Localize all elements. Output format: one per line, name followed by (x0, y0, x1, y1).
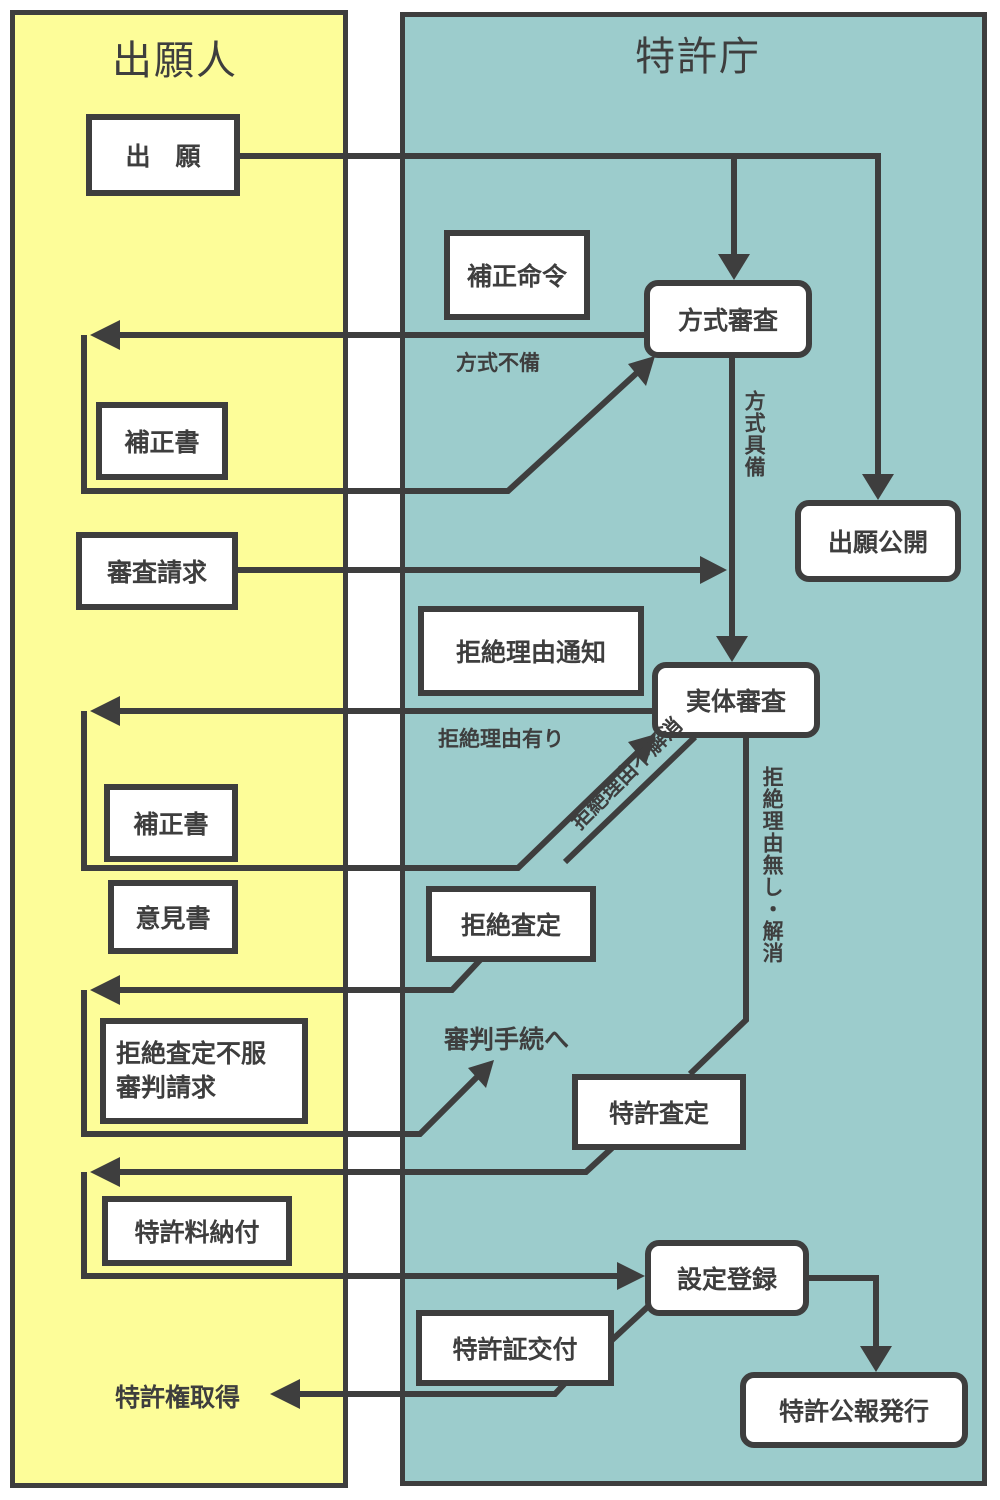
publication-box: 出願公開 (795, 500, 961, 582)
exam-request-box: 審査請求 (76, 532, 238, 610)
formality-ok-label: 方式具備 (742, 390, 767, 478)
arrowhead-patent-acquired (270, 1379, 300, 1409)
patent-acquired-label: 特許権取得 (115, 1383, 241, 1412)
gazette-box: 特許公報発行 (740, 1372, 968, 1448)
formality-exam-box: 方式審査 (644, 280, 812, 358)
arrow-amendment-2-return (81, 711, 643, 871)
arrow-amendment-1-return (81, 335, 643, 494)
arrowhead-exam-request (700, 556, 727, 584)
rejection-notice-box: 拒絶理由通知 (418, 606, 644, 696)
applicant-lane-title: 出願人 (112, 38, 238, 84)
arrowhead-registration (617, 1262, 645, 1290)
amendment-box-2: 補正書 (104, 784, 238, 862)
to-appeal-label: 審判手続へ (444, 1025, 570, 1054)
reasons-none-label: 拒絶理由無し・解消 (760, 766, 785, 964)
amendment-order-box: 補正命令 (444, 230, 590, 320)
arrow-fee-payment (81, 1172, 620, 1279)
arrow-application-out (240, 153, 881, 478)
fee-payment-box: 特許料納付 (102, 1196, 292, 1266)
registration-box: 設定登録 (645, 1240, 809, 1316)
formality-defect-label: 方式不備 (456, 351, 540, 375)
arrowhead-final-rejection (90, 975, 120, 1005)
application-box: 出 願 (86, 114, 240, 196)
arrowhead-amendment-2 (628, 734, 656, 764)
arrow-gazette (808, 1275, 879, 1350)
arrowhead-formality-exam (718, 254, 750, 280)
arrow-appeal (81, 990, 483, 1137)
arrowhead-gazette (860, 1346, 892, 1372)
reasons-exist-label: 拒絶理由有り (438, 727, 564, 751)
arrowhead-grant-decision (90, 1157, 120, 1187)
patent-office-lane-title: 特許庁 (635, 34, 761, 80)
arrowhead-formality-defect (90, 320, 120, 350)
grant-decision-box: 特許査定 (572, 1074, 746, 1150)
arrow-final-rejection (108, 955, 485, 993)
arrowhead-reasons-exist (90, 696, 120, 726)
arrow-reasons-unresolved (562, 734, 698, 865)
amendment-box-1: 補正書 (96, 402, 228, 480)
arrowhead-publication (862, 474, 894, 500)
final-rejection-box: 拒絶査定 (426, 886, 596, 962)
certificate-box: 特許証交付 (416, 1310, 614, 1386)
opinion-box: 意見書 (108, 880, 238, 954)
arrowhead-amendment-1 (628, 356, 655, 386)
appeal-request-line-1: 拒絶査定不服 (116, 1039, 267, 1069)
appeal-request-line-2: 審判請求 (116, 1073, 217, 1102)
arrowhead-appeal (468, 1060, 494, 1088)
arrow-reasons-none (687, 736, 749, 1077)
appeal-request-box: 拒絶査定不服 審判請求 (100, 1018, 308, 1124)
arrowhead-substantive-exam (716, 636, 748, 662)
arrow-grant-decision (108, 1145, 615, 1175)
substantive-exam-box: 実体審査 (652, 662, 820, 738)
